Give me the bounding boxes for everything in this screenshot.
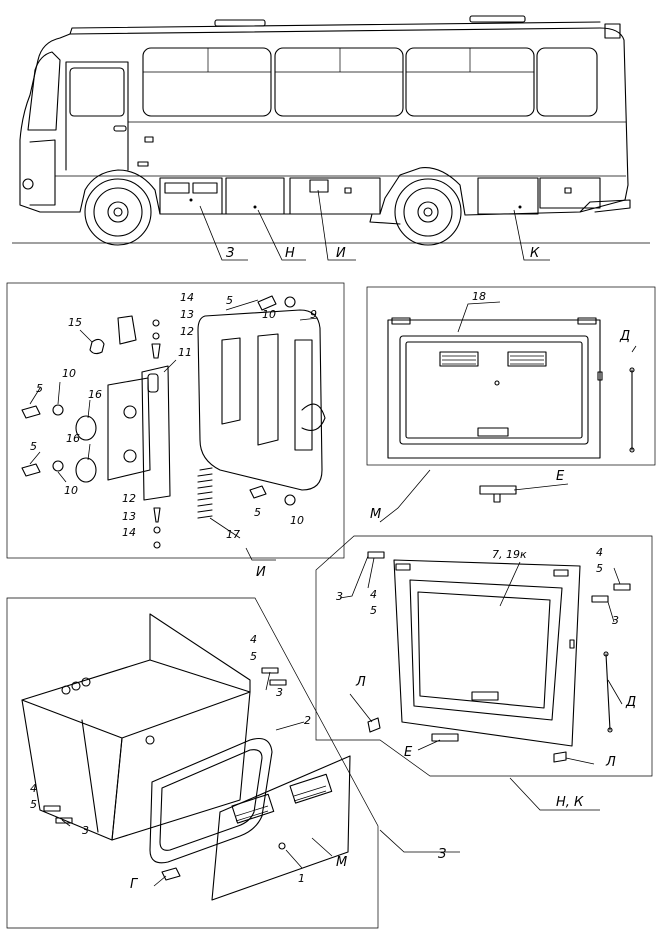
- part-4-nk-right: 4: [596, 546, 603, 559]
- part-18: 18: [472, 290, 486, 303]
- part-16-a: 16: [88, 388, 102, 401]
- part-e-nk: Е: [404, 745, 413, 760]
- panel-m-title: М: [370, 507, 381, 522]
- part-4-z-left: 4: [30, 782, 37, 795]
- part-13-top: 13: [180, 308, 194, 321]
- part-16-b: 16: [66, 432, 80, 445]
- part-1: 1: [298, 872, 305, 885]
- part-7-19k: 7, 19к: [492, 548, 527, 561]
- part-5-z-left: 5: [30, 798, 37, 811]
- part-3-z-right: 3: [276, 686, 283, 699]
- bus-side-view: [12, 15, 650, 261]
- part-10-top: 10: [262, 308, 276, 321]
- part-g: Г: [130, 877, 139, 892]
- part-5-left-a: 5: [36, 382, 43, 395]
- part-9: 9: [310, 308, 317, 321]
- part-15: 15: [68, 316, 82, 329]
- part-10-left-a: 10: [62, 367, 76, 380]
- part-10-left-b: 10: [64, 484, 78, 497]
- callout-i: И: [336, 246, 346, 261]
- panel-i: [6, 282, 345, 561]
- part-3-nk-right: 3: [612, 614, 619, 627]
- part-14-bottom: 14: [122, 526, 136, 539]
- callout-k: К: [530, 246, 540, 261]
- part-5-top: 5: [226, 294, 233, 307]
- panel-m: [366, 286, 656, 523]
- part-11: 11: [178, 346, 192, 359]
- part-e-m: Е: [556, 469, 565, 484]
- part-10-bottom: 10: [290, 514, 304, 527]
- part-3-z-left: 3: [82, 824, 89, 837]
- part-4-z-right: 4: [250, 633, 257, 646]
- part-5-nk-left: 5: [370, 604, 377, 617]
- part-5-nk-right: 5: [596, 562, 603, 575]
- part-17: 17: [226, 528, 240, 541]
- part-l-b: Л: [605, 755, 616, 770]
- part-m-z: М: [336, 855, 347, 870]
- part-12-bottom: 12: [122, 492, 136, 505]
- part-3-nk-left: 3: [336, 590, 343, 603]
- panel-nk-title: Н, К: [556, 795, 584, 810]
- part-5-z-right: 5: [250, 650, 257, 663]
- panel-nk: [315, 535, 653, 811]
- part-4-nk-left: 4: [370, 588, 377, 601]
- panel-z-title: З: [438, 847, 446, 862]
- callout-z: З: [226, 246, 234, 261]
- part-13-bottom: 13: [122, 510, 136, 523]
- part-d-nk: Д: [625, 695, 636, 710]
- part-14-top: 14: [180, 291, 194, 304]
- panel-i-title: И: [256, 565, 266, 580]
- part-d-m: Д: [619, 329, 630, 344]
- panel-z: [6, 597, 460, 929]
- part-5-bottom: 5: [254, 506, 261, 519]
- part-2: 2: [304, 714, 311, 727]
- part-5-left-b: 5: [30, 440, 37, 453]
- part-l-a: Л: [355, 675, 366, 690]
- callout-n: Н: [285, 246, 295, 261]
- part-12-top: 12: [180, 325, 194, 338]
